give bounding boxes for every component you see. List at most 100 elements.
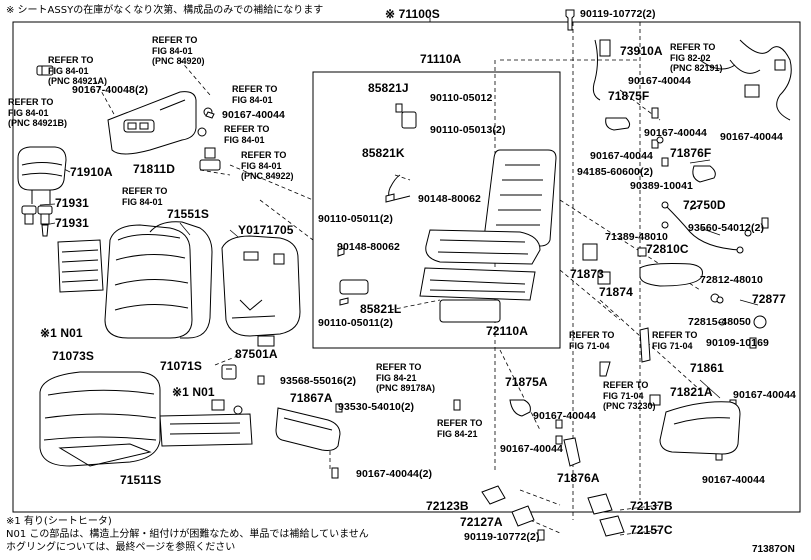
refer-line: REFER TO bbox=[569, 330, 615, 340]
refer-84-01-b: REFER TO FIG 84-01 bbox=[224, 124, 269, 145]
diagram-code: 71387ON bbox=[752, 544, 795, 555]
part-71875F: 71875F bbox=[608, 89, 650, 103]
seatback-pad-illustration bbox=[149, 221, 213, 339]
refer-line: FIG 71-04 bbox=[569, 340, 610, 351]
refer-line: (PNC 84922) bbox=[241, 171, 294, 181]
footer-note-3: ホグリングについては、最終ページを参照ください bbox=[6, 542, 236, 553]
part-71821A: 71821A bbox=[670, 385, 713, 399]
refer-84921B: REFER TO FIG 84-01 (PNC 84921B) bbox=[8, 97, 67, 129]
part-71073S: 71073S bbox=[52, 349, 94, 363]
part-71389: 71389-48010 bbox=[605, 231, 668, 243]
refer-line: FIG 84-01 bbox=[241, 160, 282, 171]
refer-line: FIG 84-01 bbox=[48, 65, 89, 76]
part-71875A: 71875A bbox=[505, 375, 548, 389]
part-90110-05011-a: 90110-05011(2) bbox=[318, 213, 393, 225]
part-71811D: 71811D bbox=[133, 162, 175, 176]
part-71511S: 71511S bbox=[120, 473, 162, 487]
part-72157C: 72157C bbox=[630, 523, 673, 537]
refer-line: FIG 84-01 bbox=[232, 94, 273, 105]
seatback-cover-illustration bbox=[57, 224, 193, 339]
part-72137B: 72137B bbox=[630, 499, 673, 513]
seat-heater-illustration bbox=[159, 399, 253, 447]
part-71876A: 71876A bbox=[557, 471, 600, 485]
part-90167-40044-a: 90167-40044 bbox=[222, 109, 285, 121]
refer-line: (PNC 82191) bbox=[670, 63, 723, 73]
bracket-A-illustration bbox=[509, 399, 581, 467]
harness-72750D-illustration bbox=[582, 201, 767, 329]
part-85821J: 85821J bbox=[368, 81, 409, 95]
part-71874: 71874 bbox=[599, 285, 633, 299]
part-90148-80062-b: 90148-80062 bbox=[337, 241, 400, 253]
main-assembly-label: ※ 71100S bbox=[385, 7, 440, 21]
refer-line: REFER TO bbox=[241, 150, 287, 160]
refer-line: FIG 84-01 bbox=[152, 45, 193, 56]
part-85821K: 85821K bbox=[362, 146, 405, 160]
part-72123B: 72123B bbox=[426, 499, 469, 513]
refer-line: FIG 84-01 bbox=[224, 134, 265, 145]
refer-84921A: REFER TO FIG 84-01 (PNC 84921A) bbox=[48, 55, 107, 87]
refer-line: FIG 82-02 bbox=[670, 52, 711, 63]
refer-71-04-b: REFER TO FIG 71-04 bbox=[652, 330, 697, 351]
misc-fasteners bbox=[656, 136, 752, 326]
part-90110-05012: 90110-05012 bbox=[430, 92, 493, 104]
refer-84922: REFER TO FIG 84-01 (PNC 84922) bbox=[241, 150, 294, 182]
part-71876F: 71876F bbox=[670, 146, 712, 160]
refer-line: REFER TO bbox=[603, 380, 649, 390]
part-71873: 71873 bbox=[570, 267, 604, 281]
bottom-covers-illustration bbox=[481, 485, 625, 537]
knob-illustration bbox=[36, 65, 54, 76]
header-note: ※ シートASSYの在庫がなくなり次第、構成品のみでの補給になります bbox=[6, 5, 324, 16]
part-72810C: 72810C bbox=[646, 242, 689, 256]
refer-89178A: REFER TO FIG 84-21 (PNC 89178A) bbox=[376, 362, 435, 394]
refer-line: REFER TO bbox=[232, 84, 278, 94]
part-90167-40044-b: 90167-40044 bbox=[628, 75, 691, 87]
side-shield-illustration bbox=[107, 91, 197, 155]
part-N01-a: ※1 N01 bbox=[40, 326, 83, 340]
part-90110-05011-b: 90110-05011(2) bbox=[318, 317, 393, 329]
headrest-support-illustration bbox=[21, 205, 53, 237]
refer-line: (PNC 89178A) bbox=[376, 383, 436, 393]
part-94185: 94185-60600(2) bbox=[577, 166, 654, 178]
refer-84-21: REFER TO FIG 84-21 bbox=[437, 418, 482, 439]
headrest-illustration bbox=[17, 146, 67, 204]
refer-line: REFER TO bbox=[652, 330, 698, 340]
refer-71-04-a: REFER TO FIG 71-04 bbox=[569, 330, 614, 351]
leader-lines bbox=[94, 18, 701, 536]
assembly-frame bbox=[12, 21, 801, 513]
refer-line: REFER TO bbox=[376, 362, 422, 372]
part-N01-b: ※1 N01 bbox=[172, 385, 215, 399]
refer-84920: REFER TO FIG 84-01 (PNC 84920) bbox=[152, 35, 205, 67]
part-90119-10772-a: 90119-10772(2) bbox=[580, 8, 656, 20]
refer-line: FIG 84-21 bbox=[437, 428, 478, 439]
refer-line: REFER TO bbox=[122, 186, 168, 196]
refer-84-01-a: REFER TO FIG 84-01 bbox=[232, 84, 277, 105]
part-72815: 72815-48050 bbox=[688, 316, 751, 328]
wire-harness-illustration bbox=[592, 39, 792, 121]
bolt-glyphs bbox=[205, 9, 769, 541]
refer-line: FIG 71-04 bbox=[603, 390, 644, 401]
part-71910A: 71910A bbox=[70, 165, 113, 179]
part-87501A: 87501A bbox=[235, 347, 278, 361]
part-90167-40044-f: 90167-40044 bbox=[733, 389, 796, 401]
part-90167-40044-g: 90167-40044 bbox=[702, 474, 765, 486]
part-90389: 90389-10041 bbox=[630, 180, 693, 192]
part-90167-40044-2: 90167-40044(2) bbox=[356, 468, 433, 480]
part-90119-10772-b: 90119-10772(2) bbox=[464, 531, 540, 543]
seat-cushion-illustration bbox=[39, 371, 161, 467]
frame-assembly-label: 72110A bbox=[486, 324, 528, 338]
refer-line: REFER TO bbox=[224, 124, 270, 134]
sub-assembly-label: 71110A bbox=[420, 52, 462, 66]
part-90167-40044-i: 90167-40044 bbox=[500, 443, 563, 455]
part-72877: 72877 bbox=[752, 292, 786, 306]
seat-frame-illustration bbox=[339, 111, 557, 323]
refer-line: FIG 84-01 bbox=[8, 107, 49, 118]
seat-assy-box bbox=[312, 71, 561, 349]
part-71071S: 71071S bbox=[160, 359, 202, 373]
refer-line: REFER TO bbox=[152, 35, 198, 45]
part-90109: 90109-10169 bbox=[706, 337, 769, 349]
refer-line: (PNC 84920) bbox=[152, 56, 205, 66]
refer-line: FIG 84-01 bbox=[122, 196, 163, 207]
part-71931-b: 71931 bbox=[55, 216, 89, 230]
refer-line: (PNC 84921A) bbox=[48, 76, 108, 86]
